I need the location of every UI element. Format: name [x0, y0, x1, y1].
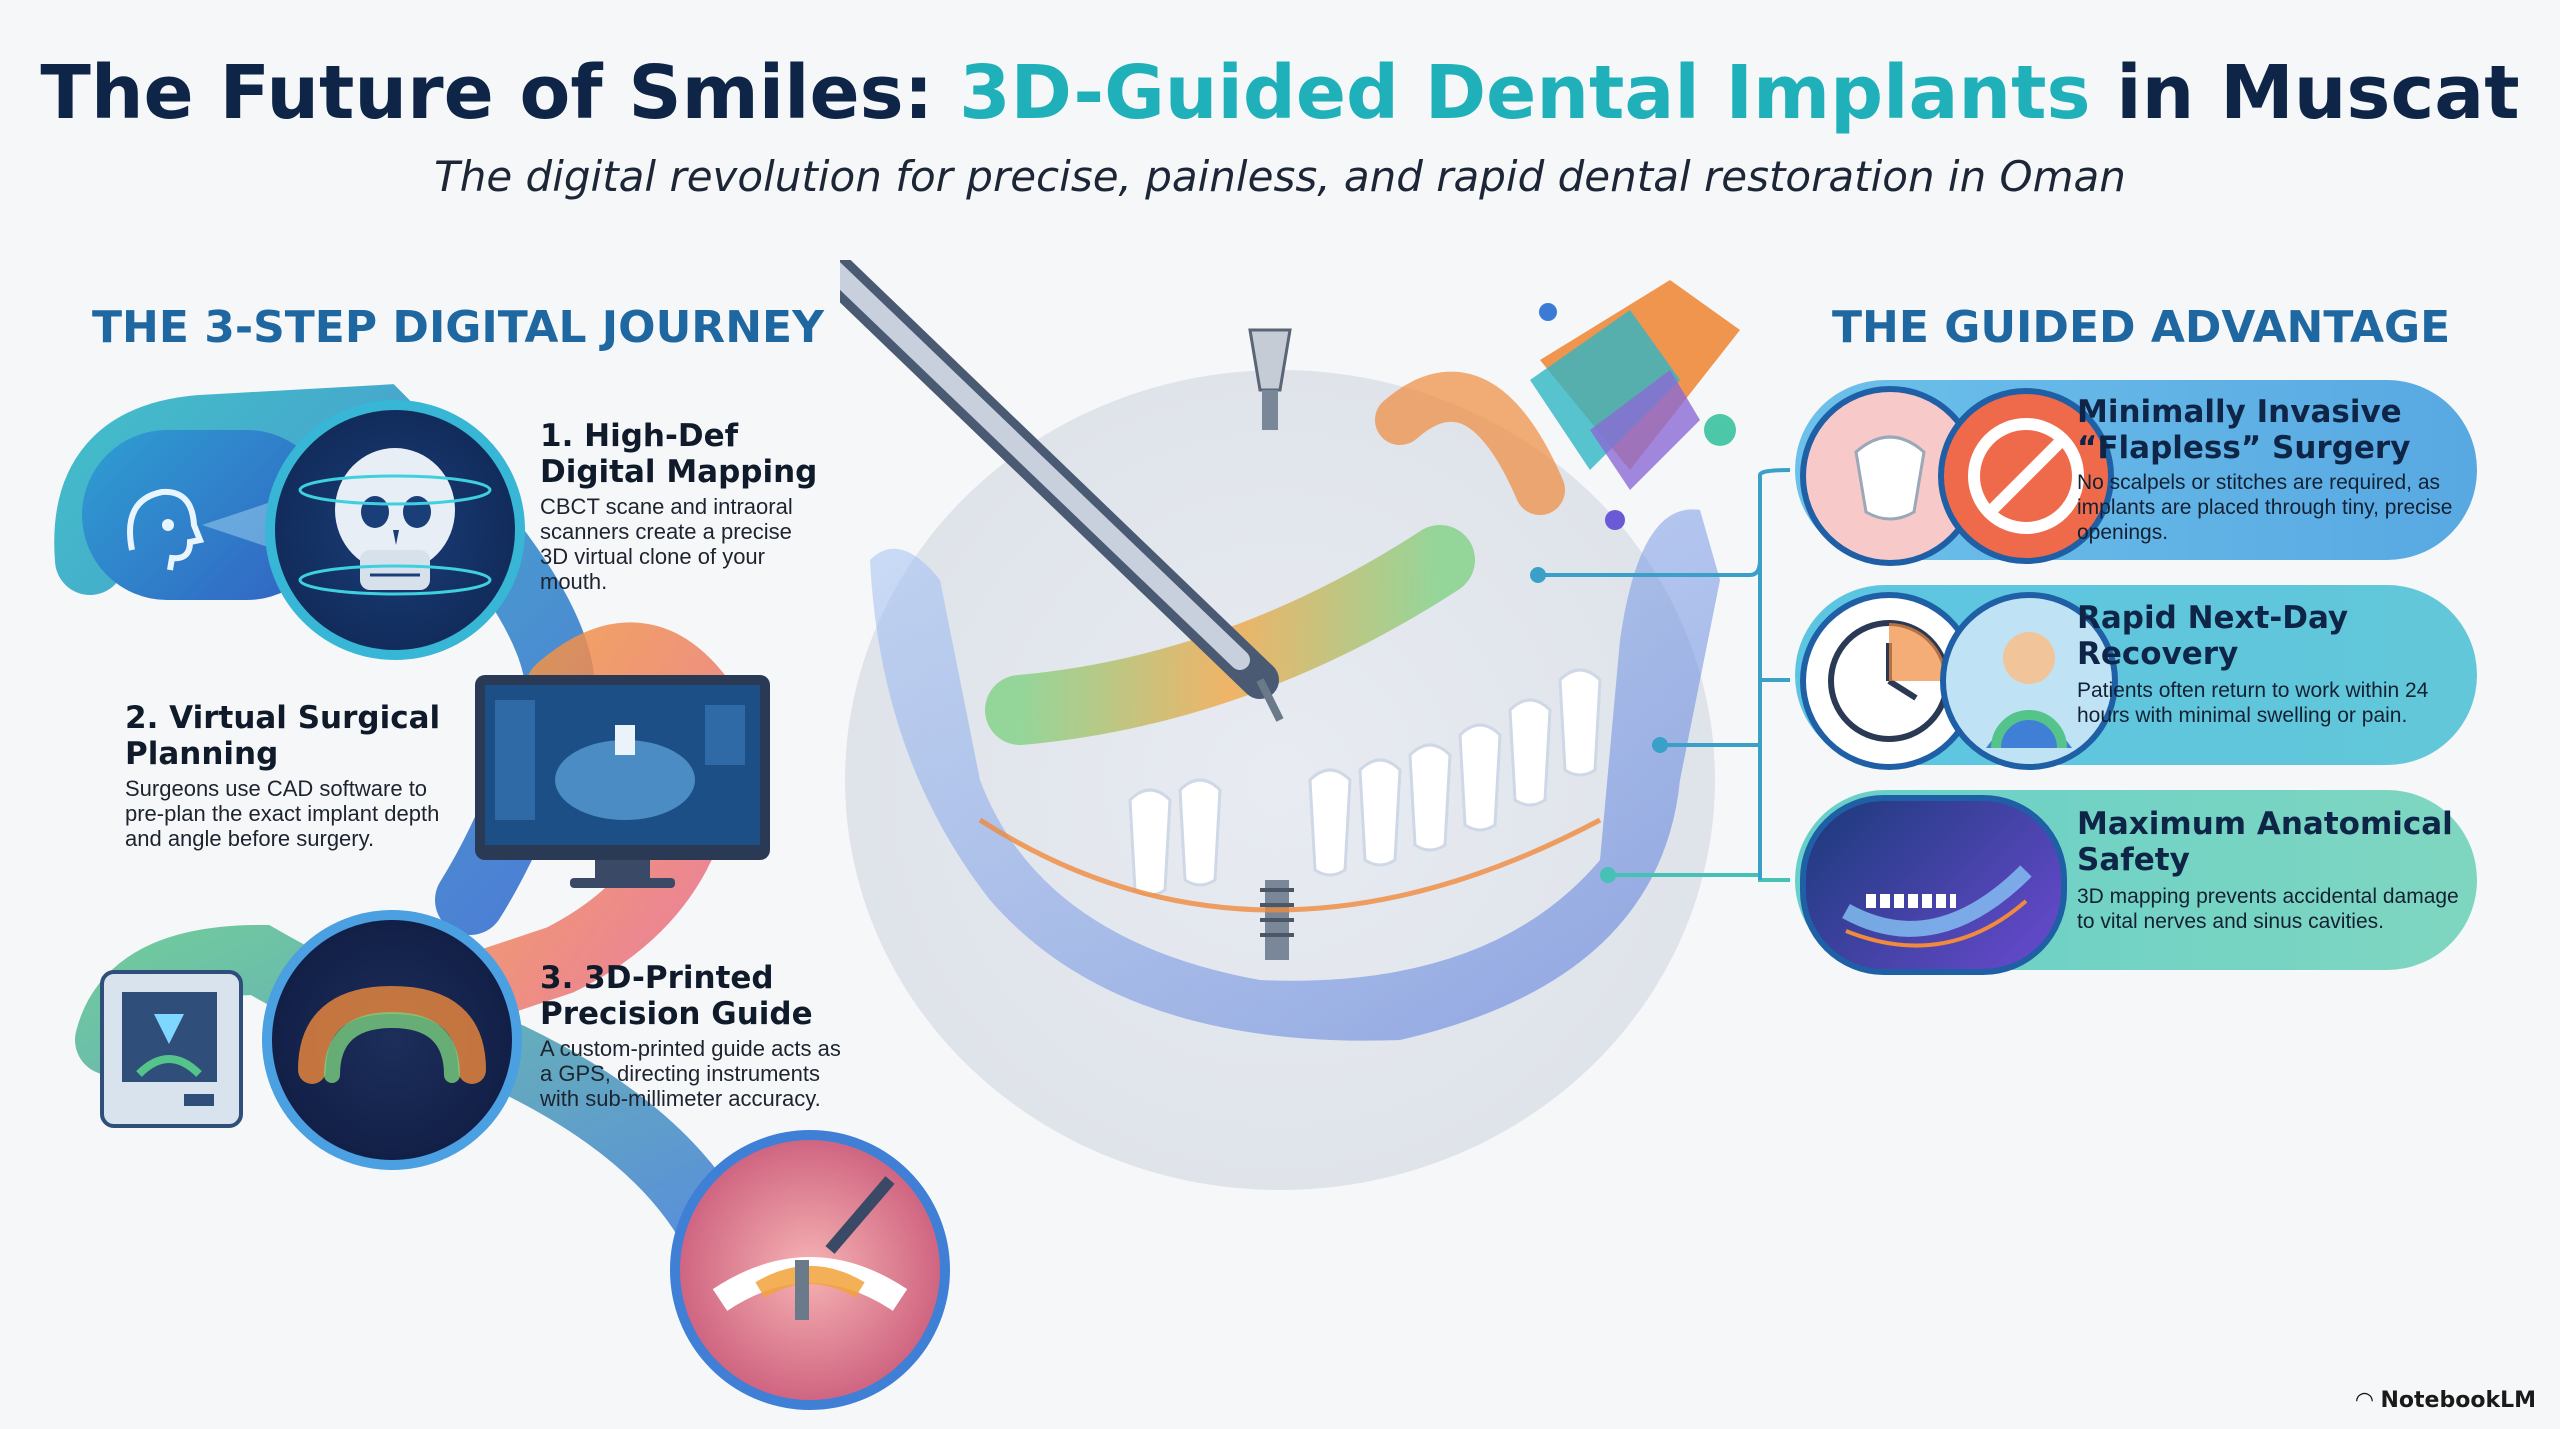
journey-heading: THE 3-STEP DIGITAL JOURNEY — [92, 302, 824, 353]
jaw-illustration — [840, 260, 1720, 1041]
advantage-2-title: Rapid Next-Day Recovery — [2077, 600, 2349, 672]
advantage-2-desc: Patients often return to work within 24 … — [2077, 679, 2429, 727]
advantage-1-title: Minimally Invasive “Flapless” Surgery — [2077, 394, 2411, 466]
title-part-1: The Future of Smiles: — [40, 50, 960, 136]
advantage-3-title: Maximum Anatomical Safety — [2077, 806, 2453, 878]
happy-patient-icon — [1940, 592, 2118, 770]
advantage-1-desc: No scalpels or stitches are required, as… — [2077, 471, 2453, 544]
teeth-row — [1128, 668, 1602, 897]
implant-screw — [1260, 880, 1294, 960]
jaw-scan-icon — [1800, 795, 2067, 975]
step-2-title: 2. Virtual Surgical Planning — [125, 700, 441, 772]
step-2-desc: Surgeons use CAD software to pre-plan th… — [125, 776, 440, 851]
monitor-icon — [475, 675, 770, 890]
title-accent: 3D-Guided Dental Implants — [959, 50, 2091, 136]
notebooklm-icon: ◠ — [2355, 1388, 2381, 1413]
title-part-2: in Muscat — [2090, 50, 2520, 136]
advantage-heading: THE GUIDED ADVANTAGE — [1832, 302, 2451, 353]
guide-mouth-icon — [670, 1130, 950, 1410]
advantage-3-desc: 3D mapping prevents accidental damage to… — [2077, 885, 2459, 933]
surgical-guide-icon — [262, 910, 522, 1170]
skull-scan-icon — [265, 400, 525, 660]
step-3-desc: A custom-printed guide acts as a GPS, di… — [540, 1036, 841, 1111]
step-1-desc: CBCT scane and intraoral scanners create… — [540, 494, 793, 594]
step-3-title: 3. 3D-Printed Precision Guide — [540, 960, 813, 1032]
floating-abutment — [1248, 328, 1292, 430]
center-backdrop — [845, 370, 1715, 1190]
no-scalpel-icon — [1938, 388, 2114, 564]
page-title: The Future of Smiles: 3D-Guided Dental I… — [0, 50, 2560, 136]
brand-mark: ◠ NotebookLM — [2356, 1388, 2536, 1413]
dental-drill — [840, 260, 1284, 722]
printer-icon — [100, 970, 243, 1128]
page-subtitle: The digital revolution for precise, pain… — [434, 152, 2126, 201]
step-1-title: 1. High-Def Digital Mapping — [540, 418, 818, 490]
nerve-line — [978, 817, 1602, 913]
brand-label: NotebookLM — [2380, 1388, 2536, 1413]
guide-end — [1375, 371, 1565, 515]
decor-shapes — [1530, 280, 1740, 530]
